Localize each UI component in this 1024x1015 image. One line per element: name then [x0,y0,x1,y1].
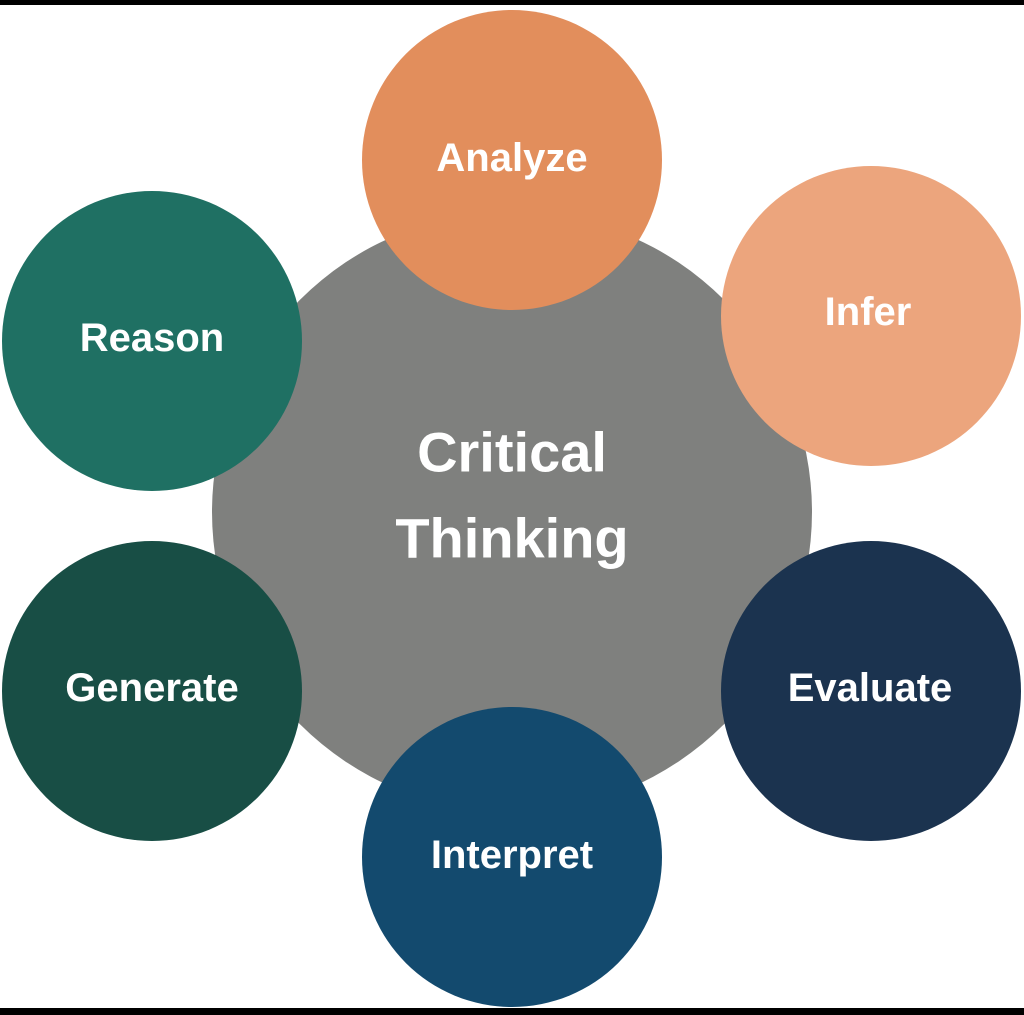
node-interpret: Interpret [362,707,662,1007]
center-label-line2: Thinking [395,507,628,570]
interpret-label: Interpret [431,833,593,877]
node-generate: Generate [2,541,302,841]
infer-label: Infer [825,290,912,334]
generate-label: Generate [65,666,238,710]
analyze-label: Analyze [436,136,587,180]
center-node: Critical Thinking [212,212,812,812]
infer-circle [721,166,1021,466]
evaluate-circle [721,541,1021,841]
reason-circle [2,191,302,491]
node-analyze: Analyze [362,10,662,310]
interpret-circle [362,707,662,1007]
analyze-circle [362,10,662,310]
reason-label: Reason [80,316,225,360]
center-circle [212,212,812,812]
node-evaluate: Evaluate [721,541,1021,841]
node-infer: Infer [721,166,1021,466]
node-reason: Reason [2,191,302,491]
center-label-line1: Critical [417,421,607,484]
generate-circle [2,541,302,841]
evaluate-label: Evaluate [788,666,953,710]
